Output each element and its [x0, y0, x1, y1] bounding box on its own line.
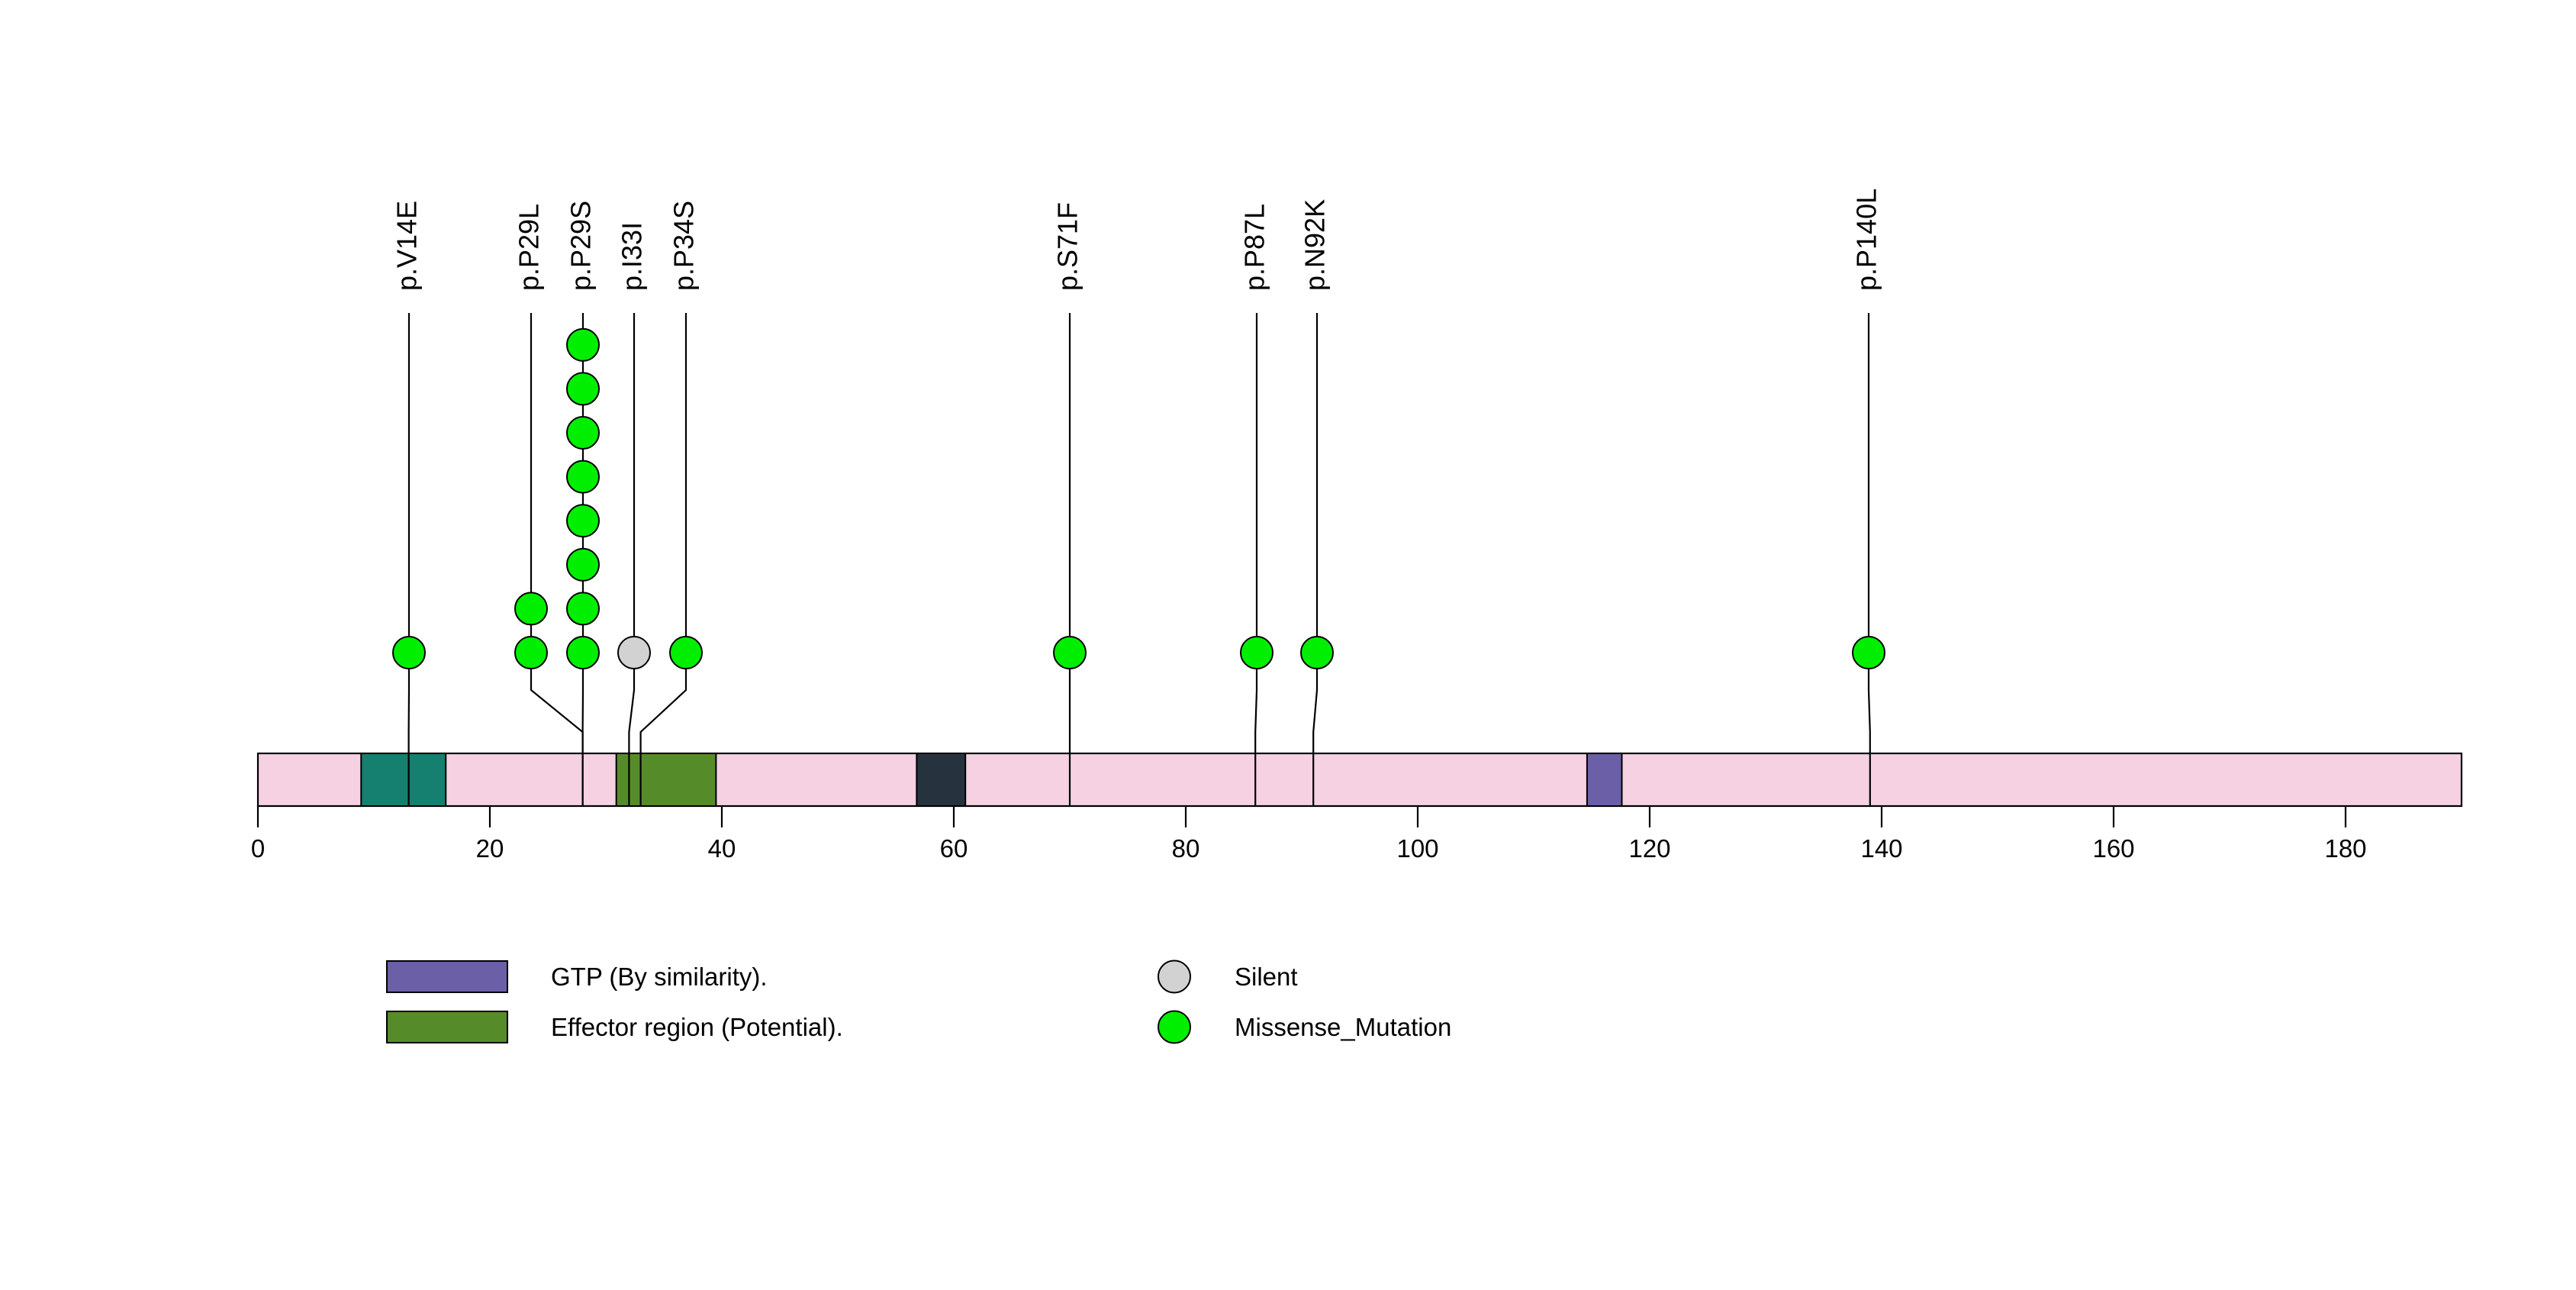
mutation-label: p.P140L	[1851, 189, 1882, 291]
mutation-circle	[566, 504, 600, 538]
axis-tick-label: 180	[2324, 834, 2366, 863]
domain-rect	[615, 753, 717, 807]
mutation-stem	[1254, 313, 1258, 806]
axis-tick-label: 100	[1396, 834, 1438, 863]
legend-type-label: Silent	[1235, 963, 1298, 991]
mutation-circle	[392, 636, 426, 669]
mutation-label: p.N92K	[1299, 199, 1331, 291]
mutation-circle	[1053, 636, 1087, 669]
mutation-circle	[514, 636, 548, 669]
mutation-circle	[1240, 636, 1274, 669]
mutation-dots-layer	[392, 327, 1885, 669]
mutation-circle	[514, 592, 548, 626]
mutation-label: p.P34S	[668, 201, 700, 291]
axis-layer: 0 20 40 60 80 100 120 140 160 180	[251, 806, 2367, 863]
legend-type-dot	[1158, 959, 1191, 994]
protein-bar-layer	[256, 752, 2463, 808]
axis-tick-label: 40	[708, 834, 736, 863]
mutation-stem	[628, 313, 636, 806]
mutation-label: p.P29S	[565, 201, 597, 291]
mutation-circle	[566, 547, 600, 582]
mutation-circle	[566, 592, 600, 626]
legend-layer: GTP (By similarity). Effector region (Pot…	[386, 959, 1451, 1044]
legend-domain-label: GTP (By similarity).	[551, 963, 768, 991]
mutation-circle	[1300, 636, 1334, 669]
mutation-circle	[566, 416, 600, 450]
stems-layer	[407, 313, 1871, 806]
mutation-circle	[566, 327, 600, 362]
mutation-stem	[639, 313, 687, 806]
mutation-label: p.S71F	[1052, 202, 1084, 291]
axis-tick-label: 80	[1172, 834, 1200, 863]
mutation-label: p.P29L	[514, 204, 545, 291]
mutation-circle	[617, 636, 651, 669]
protein-bar	[256, 752, 2463, 808]
axis-tick-label: 60	[940, 834, 968, 863]
mutation-circle	[566, 636, 600, 669]
axis-tick-label: 120	[1628, 834, 1670, 863]
mutation-label: p.I33I	[617, 222, 648, 291]
mutation-stem	[1312, 313, 1319, 806]
axis-tick-label: 160	[2092, 834, 2134, 863]
mutation-label: p.P87L	[1239, 204, 1270, 291]
legend-domain-label: Effector region (Potential).	[551, 1013, 843, 1041]
mutation-label: p.V14E	[391, 201, 423, 291]
mutation-circle	[566, 372, 600, 406]
legend-domain-swatch	[386, 1011, 508, 1043]
mutation-circle	[1852, 636, 1885, 669]
legend-domain-swatch	[386, 960, 508, 993]
axis-tick-label: 140	[1860, 834, 1902, 863]
legend-type-label: Missense_Mutation	[1235, 1013, 1451, 1041]
mutation-labels-layer: p.V14E p.P29L p.P29S p.I33I p.P34S p.S71F p.P8…	[391, 189, 1882, 291]
mutation-stem	[1867, 313, 1871, 806]
mutation-circle	[669, 636, 703, 669]
axis-tick-label: 0	[251, 834, 265, 863]
domains-layer	[360, 753, 1623, 807]
mutation-circle	[566, 460, 600, 494]
domain-rect	[916, 753, 967, 807]
legend-type-dot	[1158, 1010, 1191, 1044]
domain-rect	[360, 753, 447, 807]
axis-tick-label: 20	[476, 834, 504, 863]
domain-rect	[1586, 753, 1623, 807]
